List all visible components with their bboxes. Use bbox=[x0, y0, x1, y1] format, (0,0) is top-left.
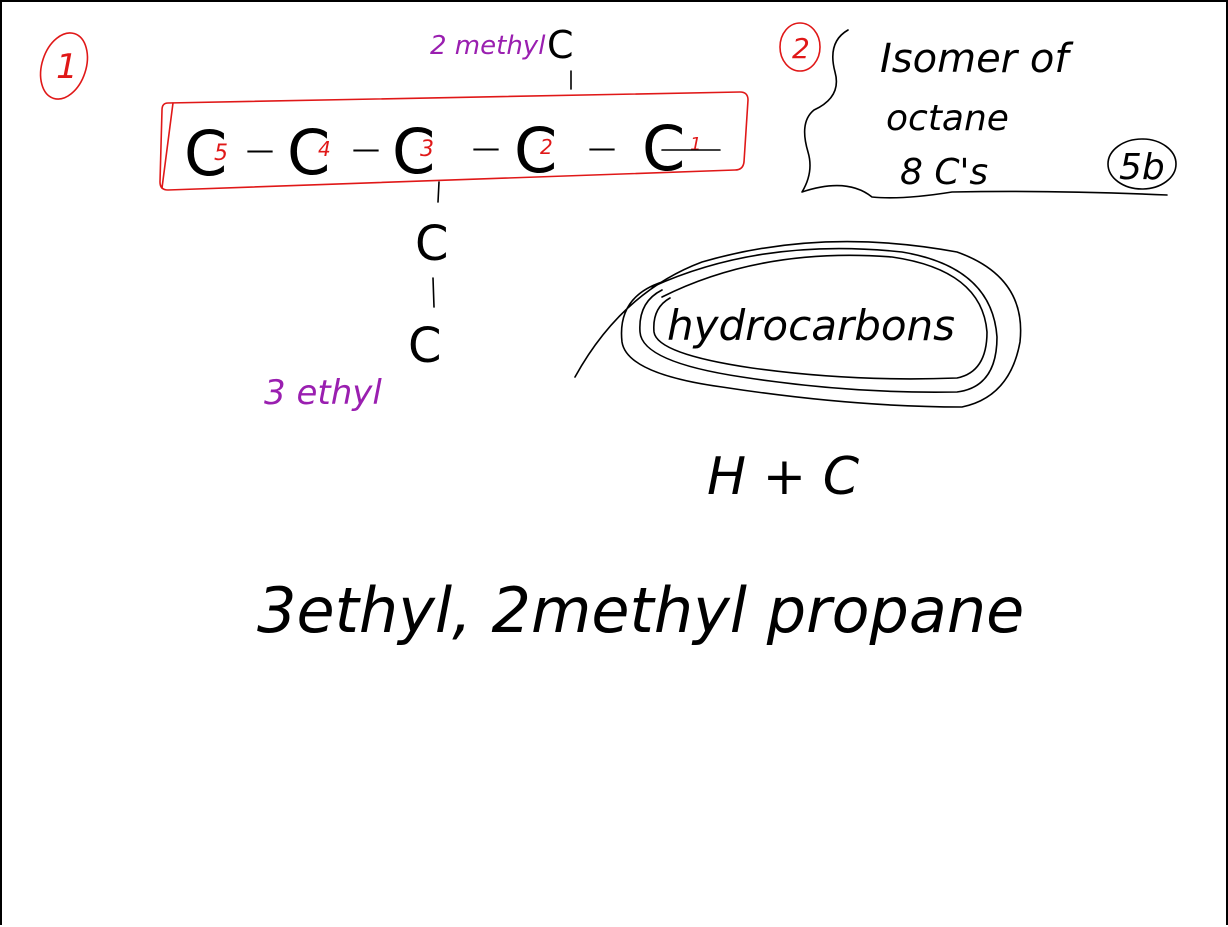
chain-number-5: 5 bbox=[214, 141, 228, 166]
chain-bond-3-2: — bbox=[472, 131, 500, 164]
chain-carbon-1: C bbox=[642, 112, 685, 185]
chain-number-1: 1 bbox=[690, 134, 701, 155]
ethyl-substituent-label: 3 ethyl bbox=[264, 373, 382, 413]
question-1-number: 1 bbox=[56, 47, 78, 87]
hydrocarbons-inner-loop bbox=[653, 254, 988, 380]
chain-number-4: 4 bbox=[318, 137, 331, 161]
hydrocarbons-label: hydrocarbons bbox=[667, 301, 955, 350]
isomer-line-3: 8 C's bbox=[900, 152, 988, 193]
ethyl-bond-2 bbox=[432, 277, 435, 308]
isomer-bracket bbox=[801, 29, 1168, 199]
compound-name-answer: 3ethyl, 2methyl propane bbox=[257, 574, 1024, 647]
methyl-substituent-label: 2 methyl bbox=[430, 31, 546, 61]
isomer-circled-text: 5b bbox=[1119, 147, 1165, 188]
hydrocarbons-outer-loop bbox=[574, 240, 1022, 408]
chain-bond-2-1: — bbox=[588, 131, 616, 164]
question-2-number: 2 bbox=[792, 32, 810, 65]
question-2-marker: 2 bbox=[779, 22, 821, 72]
methyl-carbon: C bbox=[547, 23, 574, 67]
isomer-note: Isomer of octane 8 C's 5b bbox=[880, 36, 1177, 193]
chain-carbon-5: C bbox=[184, 117, 227, 190]
chain-number-3: 3 bbox=[420, 137, 434, 162]
chain-carbon-2: C bbox=[514, 114, 557, 187]
hydrocarbons-group: hydrocarbons bbox=[574, 240, 1022, 408]
chain-carbon-3: C bbox=[392, 115, 435, 188]
chain-number-2: 2 bbox=[540, 135, 553, 159]
chain-carbon-4: C bbox=[287, 116, 330, 189]
chain-bond-4-3: — bbox=[352, 132, 380, 165]
question-1-circle bbox=[39, 32, 89, 100]
isomer-circle bbox=[1107, 138, 1177, 190]
ethyl-carbon-1: C bbox=[415, 216, 449, 272]
isomer-line-1: Isomer of bbox=[880, 36, 1074, 82]
main-chain-box bbox=[159, 91, 749, 191]
main-chain-box-accent bbox=[161, 102, 174, 189]
h-plus-c-label: H + C bbox=[707, 447, 860, 507]
ethyl-carbon-2: C bbox=[408, 318, 442, 374]
hydrocarbons-middle-loop bbox=[639, 247, 998, 393]
chain-bond-5-4: — bbox=[246, 133, 274, 166]
ethyl-branch: C C bbox=[408, 181, 449, 374]
question-2-circle bbox=[779, 22, 821, 72]
ethyl-bond-1 bbox=[437, 181, 440, 203]
main-chain: C 5 — C 4 — C 3 — C 2 — C 1 bbox=[184, 112, 721, 190]
isomer-line-2: octane bbox=[886, 98, 1009, 139]
question-1-marker: 1 bbox=[39, 32, 89, 100]
